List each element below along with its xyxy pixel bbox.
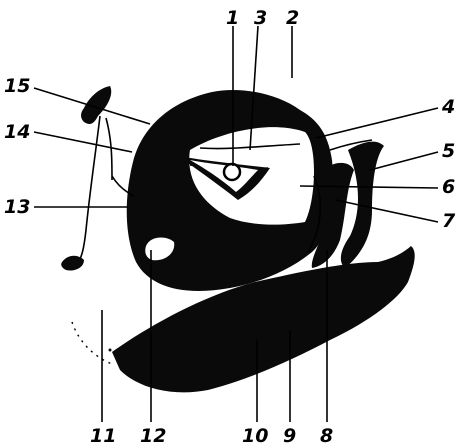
leader-3 bbox=[250, 26, 258, 150]
label-1: 1 bbox=[226, 7, 239, 29]
label-12: 12 bbox=[140, 425, 166, 447]
label-11: 11 bbox=[90, 425, 116, 447]
leader-14 bbox=[34, 132, 132, 152]
label-6: 6 bbox=[442, 176, 455, 198]
hook-stem-back bbox=[106, 118, 112, 180]
hook-foot bbox=[61, 256, 84, 271]
leader-7 bbox=[336, 200, 438, 222]
small-ring bbox=[224, 164, 240, 180]
label-2: 2 bbox=[286, 7, 299, 29]
dotted-outline bbox=[72, 322, 112, 364]
label-7: 7 bbox=[442, 210, 456, 232]
label-9: 9 bbox=[283, 425, 296, 447]
lamella-outer bbox=[341, 142, 384, 268]
specimen-drawing bbox=[61, 86, 414, 392]
label-5: 5 bbox=[442, 140, 455, 162]
label-4: 4 bbox=[441, 96, 455, 118]
hook-stem bbox=[76, 116, 100, 266]
leader-4 bbox=[316, 108, 438, 138]
label-8: 8 bbox=[320, 425, 333, 447]
label-13: 13 bbox=[4, 196, 30, 218]
left-hook-structure bbox=[61, 86, 134, 271]
label-15: 15 bbox=[4, 75, 30, 97]
label-14: 14 bbox=[4, 121, 30, 143]
label-10: 10 bbox=[242, 425, 268, 447]
label-3: 3 bbox=[254, 7, 267, 29]
leader-5 bbox=[370, 152, 438, 170]
